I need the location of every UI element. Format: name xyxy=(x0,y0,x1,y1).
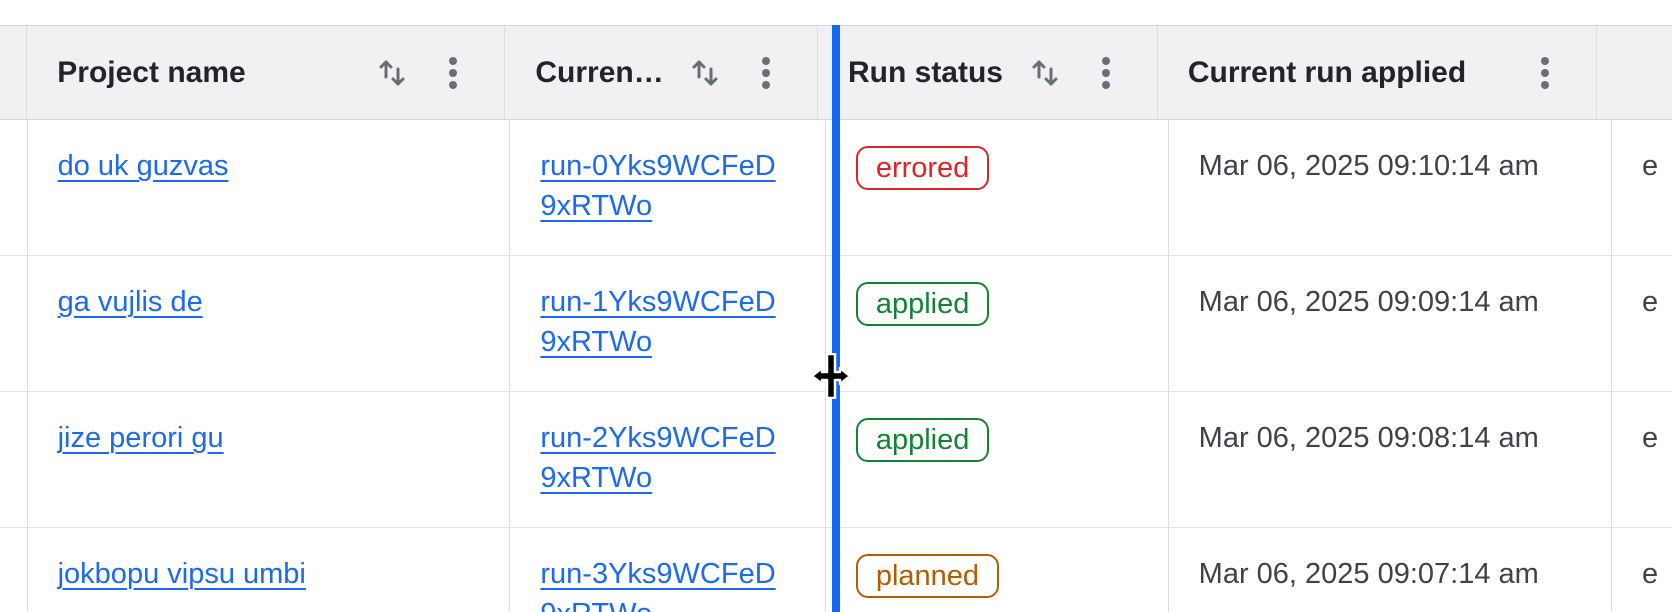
status-badge: applied xyxy=(855,282,990,326)
run-status-cell: planned xyxy=(826,528,1169,612)
run-status-cell: applied xyxy=(826,392,1169,527)
column-header-run-status: Run status xyxy=(818,26,1158,119)
applied-cell: Mar 06, 2025 09:07:14 am xyxy=(1169,528,1612,612)
project-cell: do uk guzvas xyxy=(28,120,511,255)
overflow-cell: e xyxy=(1612,256,1672,391)
sort-icon[interactable] xyxy=(1030,57,1060,89)
applied-cell: Mar 06, 2025 09:10:14 am xyxy=(1169,120,1612,255)
gutter-cell xyxy=(0,120,28,255)
status-badge: errored xyxy=(855,146,990,190)
status-badge: applied xyxy=(855,418,990,462)
resize-cursor-icon xyxy=(811,353,851,399)
project-cell: jize perori gu xyxy=(28,392,511,527)
kebab-menu-icon[interactable] xyxy=(1100,55,1112,91)
applied-timestamp: Mar 06, 2025 09:09:14 am xyxy=(1198,286,1539,318)
run-link[interactable]: run-1Yks9WCFeD9xRTWo xyxy=(540,286,776,358)
run-status-cell: applied xyxy=(826,256,1169,391)
column-header-overflow: V xyxy=(1597,26,1672,119)
header-icons xyxy=(353,55,459,91)
column-header-gutter xyxy=(0,26,28,119)
run-link[interactable]: run-2Yks9WCFeD9xRTWo xyxy=(540,422,776,494)
overflow-cell-text: e xyxy=(1642,558,1659,590)
project-cell: jokbopu vipsu umbi xyxy=(28,528,511,612)
project-link[interactable]: ga vujlis de xyxy=(57,286,203,318)
applied-timestamp: Mar 06, 2025 09:10:14 am xyxy=(1198,150,1539,182)
kebab-menu-icon[interactable] xyxy=(1539,55,1551,91)
status-badge: planned xyxy=(855,554,1000,598)
gutter-cell xyxy=(0,392,28,527)
gutter-cell xyxy=(0,256,28,391)
project-link[interactable]: do uk guzvas xyxy=(57,150,229,182)
overflow-cell: e xyxy=(1612,120,1672,255)
applied-cell: Mar 06, 2025 09:08:14 am xyxy=(1169,392,1612,527)
run-link[interactable]: run-0Yks9WCFeD9xRTWo xyxy=(540,150,776,222)
column-header-current-run-applied: Current run applied xyxy=(1158,26,1597,119)
header-icons xyxy=(666,55,772,91)
column-resize-indicator[interactable] xyxy=(832,25,840,612)
kebab-menu-icon[interactable] xyxy=(760,55,772,91)
column-header-current-run: Curren… xyxy=(505,26,818,119)
overflow-cell: e xyxy=(1612,392,1672,527)
project-link[interactable]: jokbopu vipsu umbi xyxy=(57,558,306,590)
column-label: Run status xyxy=(847,55,1003,89)
column-label: Curren… xyxy=(535,55,664,89)
sort-icon[interactable] xyxy=(377,57,407,89)
overflow-cell: e xyxy=(1612,528,1672,612)
run-link[interactable]: run-3Yks9WCFeD9xRTWo xyxy=(540,558,776,612)
header-icons xyxy=(1515,55,1551,91)
run-cell: run-1Yks9WCFeD9xRTWo xyxy=(510,256,826,391)
run-status-cell: errored xyxy=(826,120,1169,255)
column-header-project-name: Project name xyxy=(27,26,506,119)
applied-cell: Mar 06, 2025 09:09:14 am xyxy=(1169,256,1612,391)
project-cell: ga vujlis de xyxy=(28,256,511,391)
header-icons xyxy=(1006,55,1112,91)
kebab-menu-icon[interactable] xyxy=(447,55,459,91)
applied-timestamp: Mar 06, 2025 09:08:14 am xyxy=(1198,422,1539,454)
applied-timestamp: Mar 06, 2025 09:07:14 am xyxy=(1198,558,1539,590)
column-label: Current run applied xyxy=(1187,55,1467,89)
sort-icon[interactable] xyxy=(690,57,720,89)
run-cell: run-2Yks9WCFeD9xRTWo xyxy=(510,392,826,527)
page-background-strip xyxy=(0,0,1672,25)
gutter-cell xyxy=(0,528,28,612)
run-cell: run-0Yks9WCFeD9xRTWo xyxy=(510,120,826,255)
column-label: Project name xyxy=(57,55,246,89)
project-link[interactable]: jize perori gu xyxy=(57,422,224,454)
run-cell: run-3Yks9WCFeD9xRTWo xyxy=(510,528,826,612)
overflow-cell-text: e xyxy=(1642,150,1659,182)
overflow-cell-text: e xyxy=(1642,286,1659,318)
overflow-cell-text: e xyxy=(1642,422,1659,454)
